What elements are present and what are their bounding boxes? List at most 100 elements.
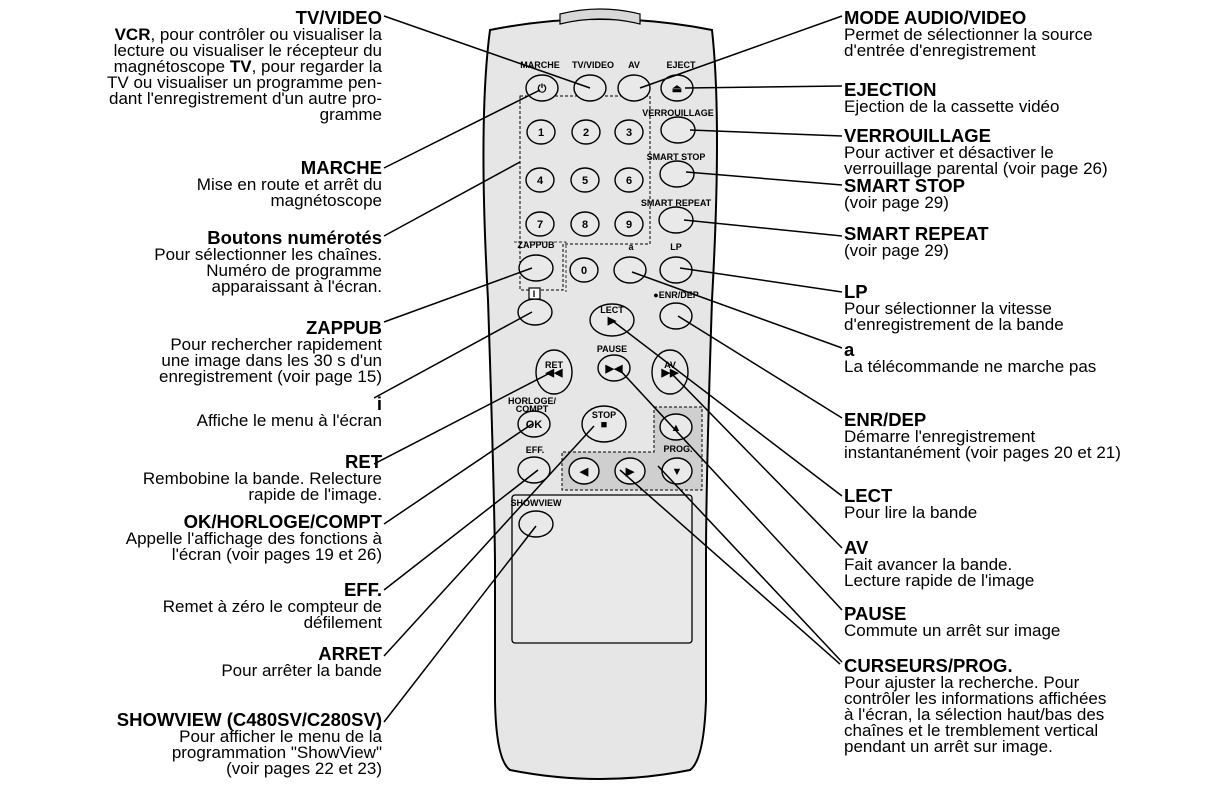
up-button[interactable]: ▲ <box>659 413 693 441</box>
callout-title: MARCHE <box>300 157 382 178</box>
right-button[interactable]: ▶ <box>614 457 646 485</box>
showview-button[interactable] <box>518 510 554 538</box>
digit-button-3[interactable]: 3 <box>614 119 644 145</box>
leader-line <box>689 129 843 137</box>
digits-box <box>519 95 651 291</box>
callout-title: RET <box>345 451 382 472</box>
svg-text:⏏: ⏏ <box>672 83 683 95</box>
remote-label: ZAPPUB <box>517 240 555 250</box>
callout-desc: Ejection de la cassette vidéo <box>844 97 1060 116</box>
remote-label: SMART REPEAT <box>641 198 712 208</box>
svg-text:6: 6 <box>626 175 632 187</box>
digit-button-1[interactable]: 1 <box>526 119 556 145</box>
av-button[interactable] <box>617 74 651 102</box>
svg-text:▶◀: ▶◀ <box>605 363 623 375</box>
digit-button-2[interactable]: 2 <box>571 119 601 145</box>
svg-text:1: 1 <box>538 127 544 139</box>
ret-button[interactable]: ◀◀ <box>535 349 573 395</box>
callout-desc: Rembobine la bande. Relecture rapide de … <box>142 469 382 504</box>
callout-showview: SHOWVIEW (C480SV/C280SV)Pour afficher le… <box>117 710 382 777</box>
remote-label: SHOWVIEW <box>511 498 563 508</box>
callout-title: TV/VIDEO <box>295 7 382 28</box>
svg-text:0: 0 <box>581 265 587 277</box>
smartstop-button[interactable] <box>659 160 695 188</box>
leader-line <box>679 267 843 293</box>
callout-title: ZAPPUB <box>305 317 382 338</box>
leader-line <box>631 271 843 349</box>
stop-button[interactable]: ■ <box>581 405 627 443</box>
callout-desc: Remet à zéro le compteur de défilement <box>162 597 382 632</box>
remote-label: RET <box>545 360 564 370</box>
remote-label: AV <box>628 60 640 70</box>
remote-label: PAUSE <box>597 344 627 354</box>
callout-smartrepeat: SMART REPEAT(voir page 29) <box>844 224 989 259</box>
remote-label: LECT <box>600 305 624 315</box>
svg-text:5: 5 <box>582 175 588 187</box>
callout-title: MODE AUDIO/VIDEO <box>844 7 1027 28</box>
callout-eff: EFF.Remet à zéro le compteur de défileme… <box>163 580 382 631</box>
digit-button-4[interactable]: 4 <box>525 167 555 193</box>
remote-label: EJECT <box>666 60 696 70</box>
callout-desc: Appelle l'affichage des fonctions à l'éc… <box>125 529 382 564</box>
leader-line <box>383 15 591 89</box>
leader-line <box>685 171 843 186</box>
a-button[interactable] <box>613 256 647 284</box>
remote-label: MARCHE <box>520 60 560 70</box>
leader-line <box>383 89 541 169</box>
remote-label: STOP <box>592 410 616 420</box>
verrou-button[interactable] <box>660 116 696 144</box>
remote-label: SMART STOP <box>647 152 706 162</box>
i-button[interactable] <box>517 298 553 326</box>
callout-desc: (voir page 29) <box>844 193 949 212</box>
callout-title: SMART STOP <box>844 175 965 196</box>
callout-title: EJECTION <box>844 79 937 100</box>
lp-button[interactable] <box>659 256 693 284</box>
svg-text:3: 3 <box>626 127 632 139</box>
digit-button-6[interactable]: 6 <box>614 167 644 193</box>
digit-button-5[interactable]: 5 <box>570 167 600 193</box>
callout-title: LECT <box>844 485 893 506</box>
svg-text:▼: ▼ <box>672 466 683 478</box>
svg-text:▲: ▲ <box>671 422 682 434</box>
pause-button[interactable]: ▶◀ <box>597 354 631 382</box>
leader-line <box>373 311 533 399</box>
leader-line <box>383 161 521 237</box>
callout-title: AV <box>844 537 869 558</box>
leader-line <box>677 315 843 419</box>
digit-button-8[interactable]: 8 <box>570 211 600 237</box>
callout-desc: Affiche le menu à l'écran <box>196 411 382 430</box>
digit-button-7[interactable]: 7 <box>525 211 555 237</box>
svg-text:▶: ▶ <box>607 315 617 327</box>
callout-title: LP <box>844 281 868 302</box>
enrdep-button[interactable] <box>659 302 693 330</box>
digit-button-9[interactable]: 9 <box>614 211 644 237</box>
power-button[interactable]: ⏻ <box>525 74 559 102</box>
down-button[interactable]: ▼ <box>661 457 693 485</box>
smartrepeat-button[interactable] <box>658 206 694 234</box>
svg-text:◀◀: ◀◀ <box>545 367 563 379</box>
leader-line <box>657 465 843 663</box>
left-button[interactable]: ◀ <box>568 457 600 485</box>
ok-button[interactable]: OK <box>517 410 551 438</box>
callout-title: PAUSE <box>844 603 907 624</box>
callout-desc: Commute un arrêt sur image <box>844 621 1061 640</box>
svg-text:OK: OK <box>526 419 543 431</box>
leader-line <box>383 469 539 591</box>
zappub-button[interactable] <box>518 254 554 282</box>
leader-line <box>373 373 549 465</box>
leader-line <box>639 15 843 89</box>
svg-text:▶: ▶ <box>625 466 635 478</box>
digit-button-0[interactable]: 0 <box>569 257 599 283</box>
eff-button[interactable] <box>517 456 551 484</box>
